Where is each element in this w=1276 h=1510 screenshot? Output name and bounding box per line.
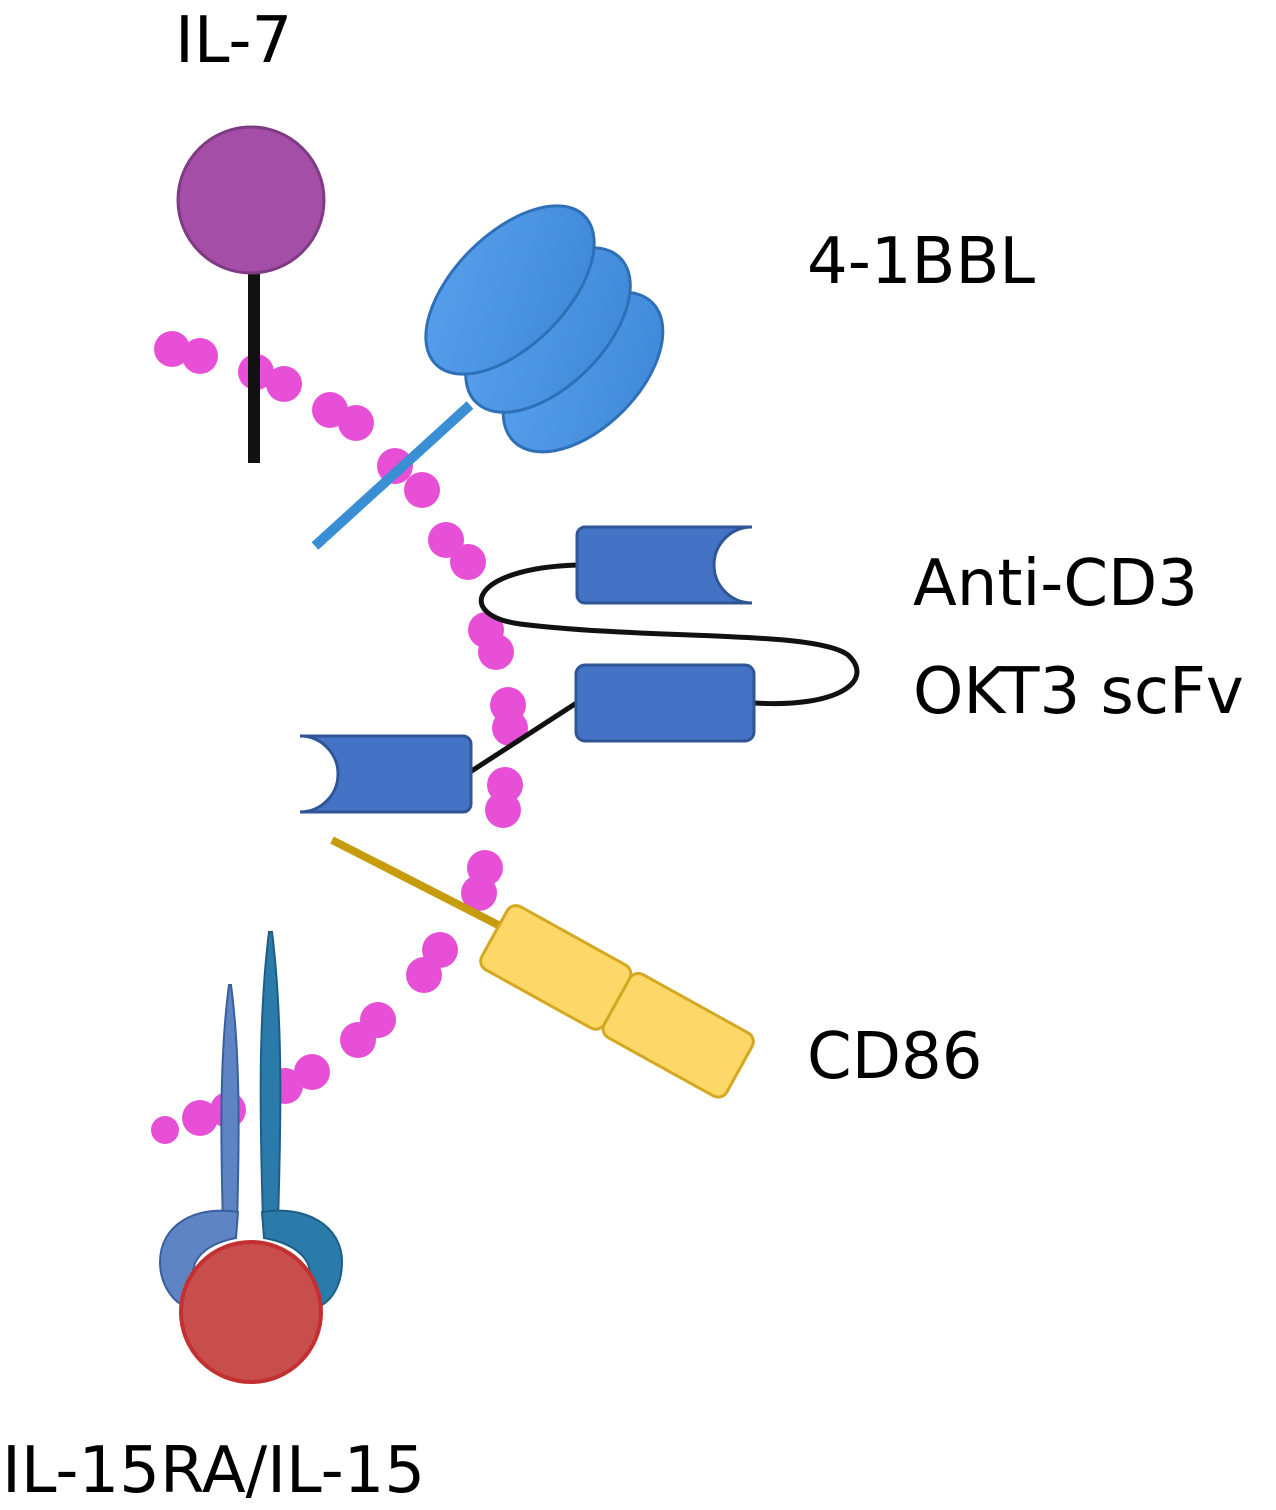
il15ra-left-spike: [220, 984, 240, 1226]
cd86-domain-2: [601, 971, 755, 1099]
bbl-subunit-1: [424, 204, 596, 376]
scfv-bottom-domain: [299, 734, 473, 814]
il15ra-il15-complex: [158, 931, 344, 1384]
label-il7: IL-7: [175, 4, 292, 78]
scfv-hinge: [468, 699, 580, 775]
label-cd86: CD86: [807, 1020, 982, 1094]
label-okt3-scfv: OKT3 scFv: [913, 655, 1244, 729]
label-4-1bbl: 4-1BBL: [807, 225, 1035, 299]
anti-cd3-scfv: [299, 525, 860, 814]
scfv-top-domain: [575, 525, 753, 605]
bbl-trimer: [311, 204, 665, 550]
label-il15ra-il15: IL-15RA/IL-15: [2, 1434, 425, 1508]
label-anti-cd3: Anti-CD3: [913, 547, 1198, 621]
il15ra-right-cup: [260, 1209, 344, 1307]
il7-head: [176, 125, 326, 275]
scfv-middle-domain: [574, 663, 756, 743]
il15ra-right-spike: [259, 931, 282, 1223]
il7-ligand: [176, 125, 326, 463]
cd86-protein: [330, 836, 755, 1099]
cd86-stalk: [330, 836, 514, 936]
scfv-linker: [478, 562, 860, 707]
il15ra-left-cup: [158, 1209, 240, 1307]
il15-ball: [179, 1240, 323, 1384]
bbl-stalk: [311, 401, 474, 550]
